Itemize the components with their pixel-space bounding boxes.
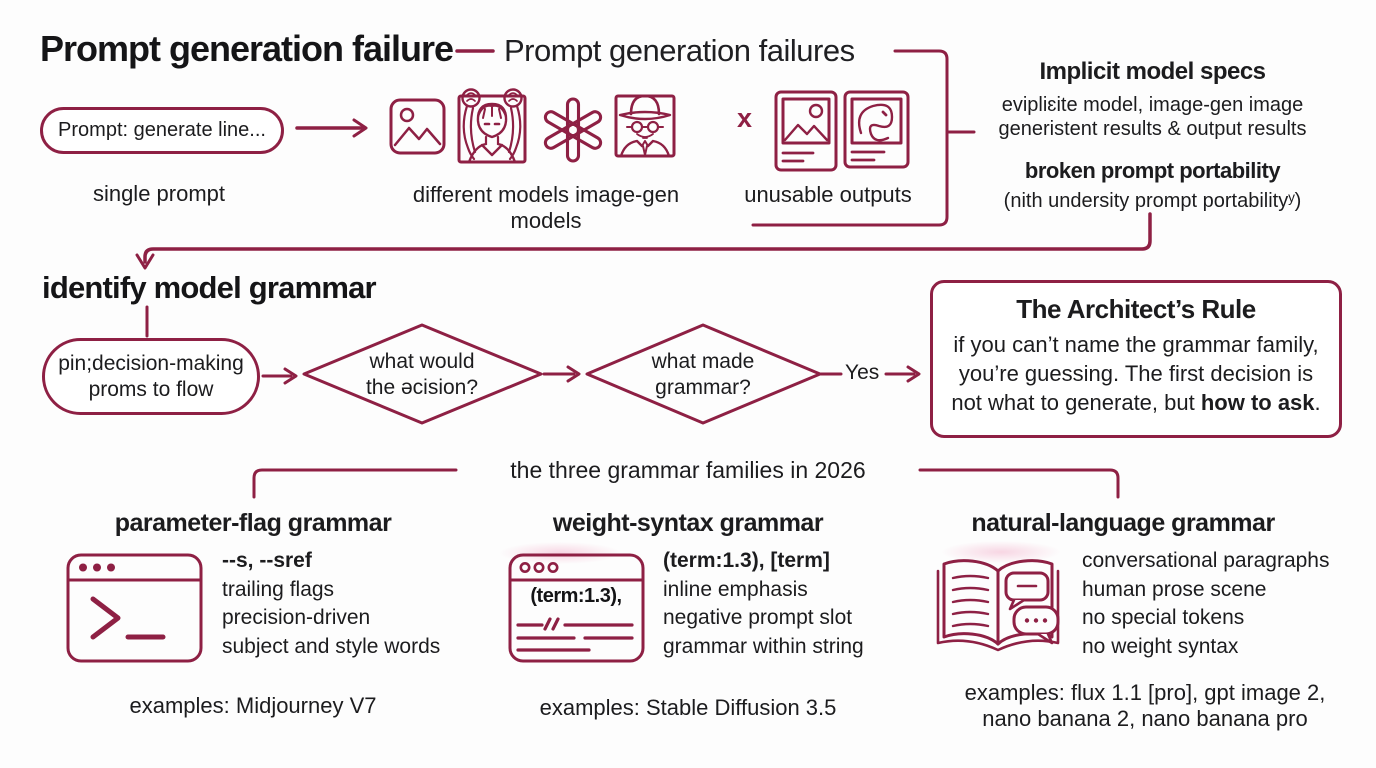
- flow-start-pill: pin;decision-making proms to flow: [42, 338, 260, 415]
- code-window-icon: [508, 553, 645, 663]
- page-title: Prompt generation failure: [40, 28, 454, 69]
- code-window-text: (term:1.3),: [530, 585, 622, 607]
- architect-line3-end: .: [1314, 390, 1321, 415]
- polaroid-landscape-icon: [774, 90, 838, 172]
- family-1-title: parameter-flag grammar: [114, 509, 392, 537]
- families-left-bracket-line: [252, 468, 458, 499]
- single-prompt-label: single prompt: [92, 181, 226, 206]
- right-arrowhead-icon: [283, 367, 298, 385]
- terminal-window-icon: [66, 553, 203, 663]
- family-1-bullet: trailing flags: [222, 577, 335, 601]
- family-3-example-line2: nano banana 2, nano banana pro: [982, 706, 1308, 731]
- architect-line3: not what to generate, but how to ask.: [933, 388, 1339, 417]
- x-mark: x: [737, 103, 753, 133]
- architect-rule-box: The Architect’s Rule if you can’t name t…: [930, 280, 1342, 438]
- detective-icon: [612, 88, 678, 160]
- architect-rule-body: if you can’t name the grammar family, yo…: [933, 330, 1339, 417]
- families-bracket-label: the three grammar families in 2026: [510, 457, 866, 483]
- family-2-bullet: inline emphasis: [663, 577, 808, 601]
- diamond1-line2: the ǝcision?: [365, 376, 479, 399]
- family-2-lead: (term:1.3), [term]: [663, 549, 830, 572]
- family-2-example: examples: Stable Diffusion 3.5: [539, 695, 837, 720]
- right-arrowhead-icon: [906, 365, 921, 383]
- family-3-bullet: no special tokens: [1082, 606, 1245, 629]
- flow-start-line2: proms to flow: [88, 377, 214, 401]
- unusable-outputs-label: unusable outputs: [744, 182, 912, 207]
- yes-label: Yes: [845, 361, 880, 384]
- architect-line2: you’re guessing. The first decision is: [958, 361, 1314, 386]
- right-arrowhead-icon: [352, 118, 368, 138]
- implicit-notes-line2: generistent results & output results: [998, 118, 1307, 140]
- prompt-box-text: Prompt: generate line...: [58, 119, 266, 141]
- right-arrowhead-icon: [566, 365, 581, 383]
- diamond2-line1: what made: [651, 350, 755, 373]
- family-1-bullet: precision-driven: [222, 606, 371, 629]
- decision-diamond-1-text: what would the ǝcision?: [322, 349, 522, 401]
- family-3-bullets: conversational paragraphs human prose sc…: [1082, 547, 1330, 661]
- family-2-bullet: negative prompt slot: [663, 606, 853, 629]
- implicit-notes-subtitle: broken prompt portability: [1024, 158, 1281, 183]
- implicit-notes-line1: evipliɛite model, image-gen image: [1001, 94, 1304, 116]
- down-arrowhead-icon: [135, 253, 155, 270]
- architect-line3-bold: how to ask: [1200, 390, 1315, 415]
- family-2-bullets: (term:1.3), [term] inline emphasis negat…: [663, 547, 864, 661]
- family-3-example-line1: examples: flux 1.1 [pro], gpt image 2,: [964, 680, 1326, 705]
- pink-smudge: [500, 542, 620, 564]
- prompt-box: Prompt: generate line...: [40, 107, 284, 154]
- diamond1-line1: what would: [369, 350, 475, 373]
- family-3-bullet: no weight syntax: [1082, 634, 1239, 658]
- pink-smudge: [942, 541, 1060, 563]
- implicit-notes-title: Implicit model specs: [1039, 58, 1266, 85]
- grammar-heading: identify model grammar: [42, 270, 377, 305]
- family-3-title: natural-language grammar: [971, 509, 1275, 537]
- family-2-bullet: grammar within string: [663, 634, 864, 658]
- implicit-notes-block: Implicit model specs evipliɛite model, i…: [960, 58, 1345, 213]
- image-icon: [389, 98, 446, 155]
- family-1-example: examples: Midjourney V7: [129, 693, 377, 718]
- diamond2-line2: grammar?: [655, 376, 751, 399]
- different-models-label: different models image-gen models: [412, 182, 680, 233]
- family-3-example: examples: flux 1.1 [pro], gpt image 2, n…: [950, 680, 1340, 732]
- polaroid-abstract-icon: [843, 90, 910, 169]
- anime-girl-icon: [456, 86, 528, 165]
- openai-logo-icon: [538, 95, 608, 165]
- page-subtitle: Prompt generation failures: [504, 33, 855, 68]
- architect-rule-title: The Architect’s Rule: [1016, 294, 1256, 324]
- architect-line1: if you can’t name the grammar family,: [953, 332, 1319, 357]
- family-3-bullet: human prose scene: [1082, 577, 1267, 601]
- flow-start-line1: pin;decision-making: [58, 351, 244, 375]
- open-book-icon: [930, 551, 1068, 663]
- family-1-lead: --s, --sref: [222, 549, 312, 572]
- decision-diamond-2-text: what made grammar?: [603, 349, 803, 401]
- family-2-title: weight-syntax grammar: [552, 509, 824, 537]
- architect-line3-pre: not what to generate, but: [951, 390, 1201, 415]
- implicit-notes-line3: (nith undersity prompt portabilityʸ): [1003, 190, 1302, 212]
- family-3-bullet: conversational paragraphs: [1082, 549, 1330, 572]
- families-right-bracket-line: [918, 468, 1120, 499]
- family-1-bullets: --s, --sref trailing flags precision-dri…: [222, 547, 440, 661]
- family-1-bullet: subject and style words: [222, 634, 441, 658]
